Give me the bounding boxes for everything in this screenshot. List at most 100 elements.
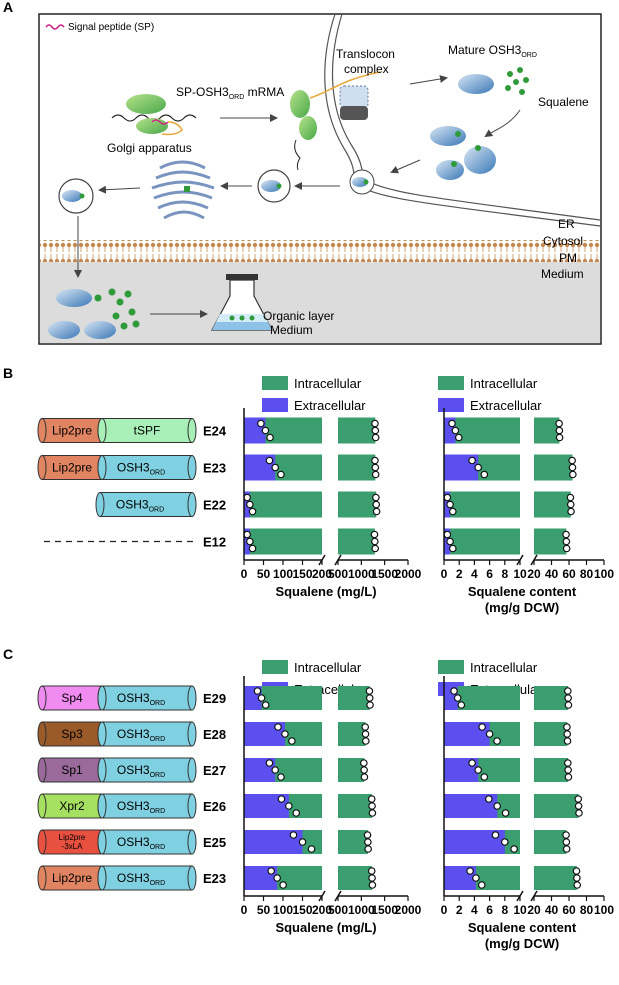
point-extracellular: [243, 493, 251, 502]
strain-label: E27: [203, 763, 226, 778]
legend-swatch-intracellular: [438, 660, 464, 674]
point-extracellular: [451, 426, 460, 435]
secreted-icon-3: [48, 321, 80, 339]
x-axis-title-right-unit: (mg/g DCW): [485, 936, 559, 951]
construct-part-left-cap: [97, 721, 107, 747]
construct-part-right-cap: [187, 793, 197, 819]
construct-part-body: [101, 685, 193, 711]
bar-intracellular: [534, 794, 579, 818]
point-extracellular: [243, 530, 251, 539]
construct-part-body: [41, 829, 103, 855]
construct-part-right-cap: [187, 685, 197, 711]
point-extracellular: [443, 493, 452, 502]
bar-intracellular: [338, 454, 376, 481]
flask-cap: [226, 274, 258, 280]
point-extracellular: [261, 701, 270, 709]
complex-icon-1: [430, 126, 466, 146]
point-intracellular: [368, 802, 376, 810]
point-extracellular: [474, 463, 483, 472]
x-tick-label: 4: [471, 903, 478, 917]
legend-label-intracellular: Intracellular: [470, 376, 538, 391]
point-extracellular: [248, 507, 257, 516]
bar-extracellular: [444, 417, 456, 444]
point-extracellular: [277, 795, 286, 803]
x-tick-label: 8: [501, 903, 508, 917]
point-intracellular: [555, 426, 564, 435]
point-intracellular: [564, 759, 572, 767]
point-intracellular: [563, 737, 572, 745]
construct-part-left-cap: [95, 492, 105, 517]
point-intracellular: [562, 845, 571, 853]
x-tick-label: 2: [456, 567, 463, 581]
complex-icon-2: [464, 146, 496, 174]
bar-intracellular: [534, 830, 567, 854]
strain-label: E25: [203, 835, 226, 850]
construct-part: OSH3ORD: [97, 865, 197, 891]
point-extracellular: [450, 687, 458, 695]
construct-part-left-cap: [37, 865, 47, 891]
strain-label: E28: [203, 727, 226, 742]
x-tick-label: 0: [441, 567, 448, 581]
construct-part-left-cap: [97, 829, 107, 855]
construct-part-label: Xpr2: [59, 799, 85, 813]
construct-part-label: tSPF: [134, 424, 161, 438]
x-tick-label: 0: [241, 903, 248, 917]
pm-label: PM: [559, 251, 577, 265]
construct-part-left-cap: [97, 455, 107, 480]
nascent-sp-icon: [151, 119, 169, 125]
bar-intracellular: [244, 528, 322, 555]
point-extracellular: [480, 470, 489, 479]
cytosol-label: Cytosol: [543, 234, 583, 248]
point-extracellular: [485, 730, 494, 738]
x-tick-label: 50: [257, 567, 271, 581]
point-intracellular: [567, 507, 575, 516]
construct-part-left-cap: [97, 793, 107, 819]
arrow-2: [409, 75, 448, 85]
translocon-base-icon: [340, 106, 368, 120]
point-intracellular: [360, 766, 368, 774]
point-extracellular: [501, 809, 510, 817]
x-tick-label: 60: [562, 903, 576, 917]
construct-part-right-cap: [187, 757, 197, 783]
x-tick-label: 150: [292, 903, 312, 917]
construct-part-body: [41, 685, 103, 711]
point-extracellular: [446, 537, 454, 546]
panel-a: A Signal peptide (SP) SP-OSH3ORD mRMA Tr…: [3, 0, 602, 345]
budding-dot: [363, 179, 369, 185]
point-extracellular: [449, 544, 457, 553]
point-intracellular: [367, 867, 376, 875]
point-intracellular: [564, 701, 573, 709]
mature-protein-icon: [458, 74, 494, 94]
point-extracellular: [468, 456, 476, 465]
point-extracellular: [510, 845, 518, 853]
construct-part-left-cap: [37, 455, 47, 480]
construct-part: tSPF: [97, 418, 197, 443]
point-extracellular: [246, 500, 254, 509]
x-tick-label: 20: [527, 567, 541, 581]
point-intracellular: [566, 493, 575, 502]
x-tick-label: 1500: [371, 567, 398, 581]
point-extracellular: [292, 809, 301, 817]
vesicle-cargo-1: [261, 180, 281, 192]
x-tick-label: 100: [273, 903, 293, 917]
point-intracellular: [371, 456, 379, 465]
construct-part-label: Lip2pre: [52, 871, 92, 885]
point-extracellular: [448, 419, 456, 428]
x-axis-title-left: Squalene (mg/L): [275, 584, 376, 599]
legend-swatch-extracellular: [262, 398, 288, 412]
complex-icon-3: [436, 160, 464, 180]
point-intracellular: [371, 426, 380, 435]
construct-part-body: [101, 418, 193, 443]
point-extracellular: [277, 773, 285, 781]
x-tick-label: 150: [292, 567, 312, 581]
bar-intracellular: [338, 491, 377, 518]
construct-part: OSH3ORD: [97, 829, 197, 855]
bar-intracellular: [534, 758, 569, 782]
x-tick-label: 40: [545, 567, 559, 581]
point-intracellular: [368, 874, 376, 882]
x-tick-label: 0: [441, 903, 448, 917]
bar-intracellular: [444, 491, 520, 518]
construct-part: OSH3ORD: [97, 757, 197, 783]
bar-intracellular: [444, 528, 520, 555]
ribosome-docked-icon: [290, 90, 310, 118]
